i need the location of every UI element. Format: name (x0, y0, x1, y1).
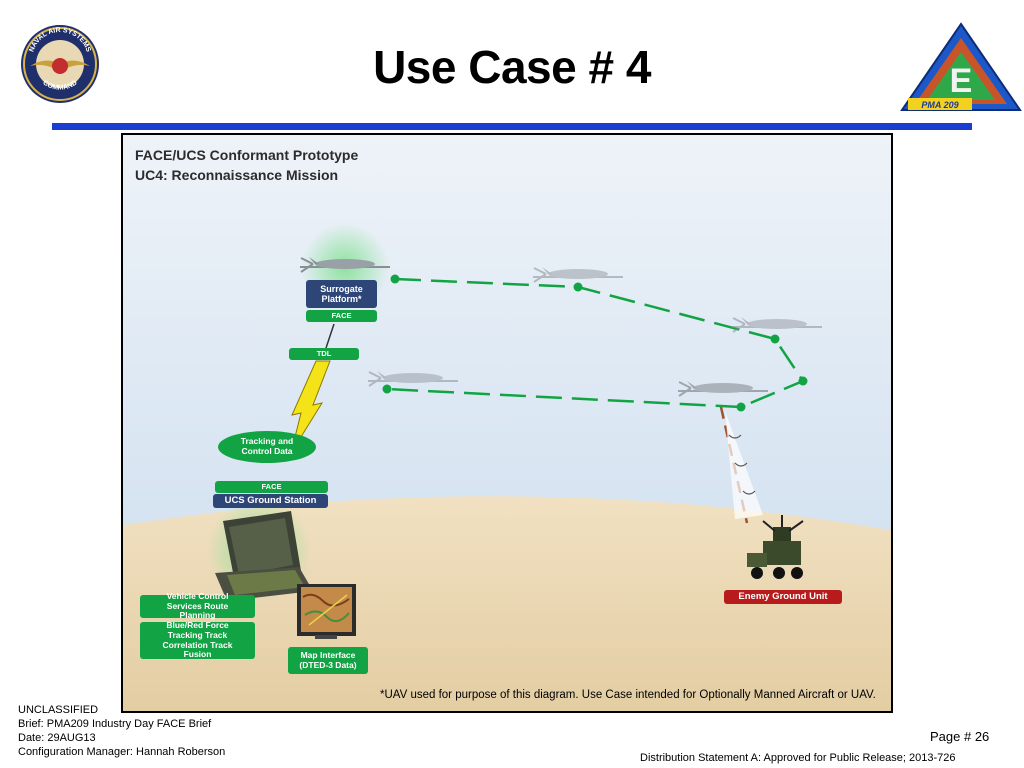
surrogate-platform-label: Surrogate Platform* (306, 280, 377, 308)
vehicle-control-label: Vehicle Control Services Route Planning (140, 591, 255, 620)
svg-text:E: E (950, 62, 973, 100)
tdl-label: TDL (289, 348, 359, 360)
lightning-bolt-icon (290, 360, 331, 454)
face-tdl-link (325, 323, 335, 349)
diagram-title-line2: UC4: Reconnaissance Mission (135, 167, 339, 183)
tracking-control-data-label: Tracking and Control Data (218, 431, 316, 463)
distribution-statement: Distribution Statement A: Approved for P… (640, 752, 956, 764)
force-tracking-label: Blue/Red Force Tracking Track Correlatio… (140, 620, 255, 659)
diagram-frame: FACE/UCS Conformant Prototype UC4: Recon… (121, 133, 893, 713)
map-thumbnail (297, 584, 356, 639)
ucs-ground-station-label: UCS Ground Station (213, 494, 328, 508)
enemy-vehicle-icon (747, 515, 804, 579)
enemy-ground-unit-label: Enemy Ground Unit (724, 590, 842, 604)
pma209-badge-text: PMA 209 (921, 100, 958, 110)
brief-date: Date: 29AUG13 (18, 732, 96, 744)
pma209-triangle-badge: E PMA 209 (900, 22, 1022, 111)
naval-air-systems-command-seal: NAVAL AIR SYSTEMS COMMAND (21, 25, 99, 103)
rugged-laptop-icon (215, 511, 313, 601)
configuration-manager: Configuration Manager: Hannah Roberson (18, 746, 226, 758)
mission-route (386, 277, 805, 409)
diagram-footnote: *UAV used for purpose of this diagram. U… (380, 689, 876, 701)
face-top-label: FACE (306, 310, 377, 322)
classification-marking: UNCLASSIFIED (18, 704, 99, 716)
face-ground-label: FACE (215, 481, 328, 493)
route-waypoints (382, 274, 808, 412)
brief-name: Brief: PMA209 Industry Day FACE Brief (18, 718, 212, 730)
slide-title: Use Case # 4 (373, 41, 651, 93)
diagram-title-line1: FACE/UCS Conformant Prototype (135, 147, 359, 163)
title-divider (52, 123, 972, 130)
map-interface-label: Map Interface (DTED-3 Data) (288, 647, 368, 674)
page-number: Page # 26 (930, 729, 990, 744)
